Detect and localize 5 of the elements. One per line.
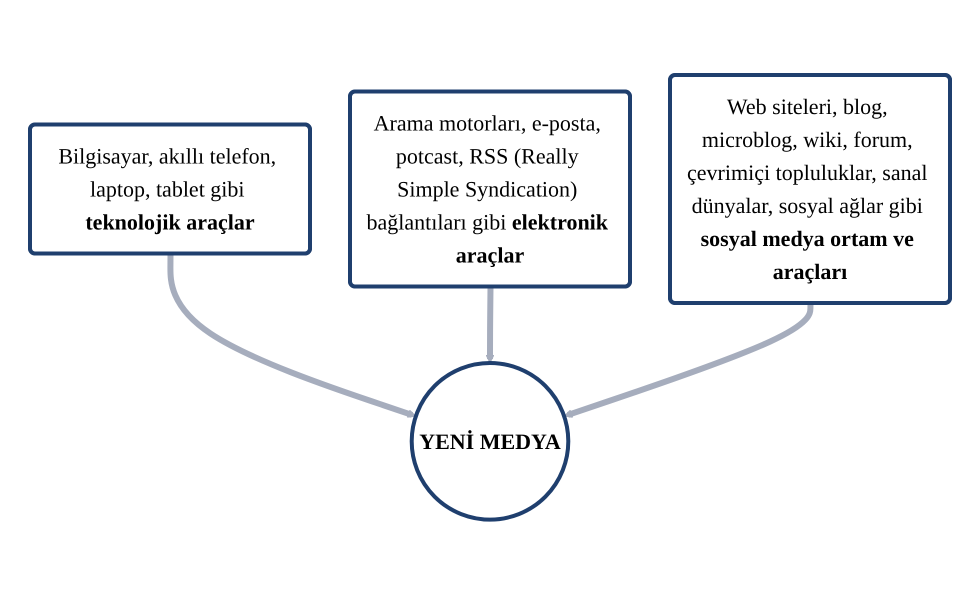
diagram: Bilgisayar, akıllı telefon, laptop, tablet gibi teknolojik araçlar Arama motorları, e-posta, potcast, RSS (Really Simple Syndication) bağlantıları gibi elektronik araçlar Web siteleri, blog, microblog, wiki, forum, çevrimiçi topluluklar, sanal dünyalar, sosyal ağlar gibi sosyal medya ortam ve araçları YENİ MEDYA: [22, 67, 958, 528]
arrow: [485, 287, 494, 364]
node-circle: [409, 361, 570, 522]
arrow: [166, 254, 416, 418]
arrow: [563, 304, 813, 418]
